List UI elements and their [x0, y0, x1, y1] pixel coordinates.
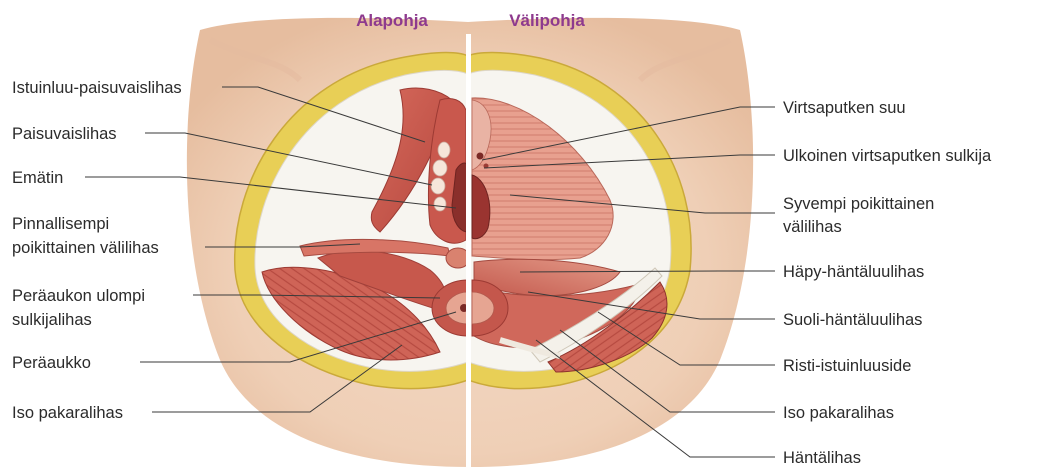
label-ulkoinen-virtsaputken-sulkija: Ulkoinen virtsaputken sulkija: [783, 147, 992, 165]
label-virtsaputken-suu: Virtsaputken suu: [783, 99, 906, 117]
label-suoli-hantaluulihas: Suoli-häntäluulihas: [783, 311, 922, 329]
labels-left: Istuinluu-paisuvaislihas Paisuvaislihas …: [12, 79, 182, 422]
heading-alapohja: Alapohja: [356, 11, 428, 30]
label-pinnallisempi-line1: Pinnallisempi: [12, 215, 109, 233]
label-syvempi-line2: välilihas: [783, 218, 842, 236]
label-hantalihas: Häntälihas: [783, 449, 861, 467]
label-iso-pakaralihas-right: Iso pakaralihas: [783, 404, 894, 422]
label-peraaukon-sulkija-line1: Peräaukon ulompi: [12, 287, 145, 305]
label-hapy-hantaluulihas: Häpy-häntäluulihas: [783, 263, 924, 281]
label-paisuvaislihas: Paisuvaislihas: [12, 125, 117, 143]
labels-right: Virtsaputken suu Ulkoinen virtsaputken s…: [783, 99, 992, 467]
label-syvempi-line1: Syvempi poikittainen: [783, 195, 934, 213]
heading-valipohja: Välipohja: [509, 11, 585, 30]
label-pinnallisempi-line2: poikittainen välilihas: [12, 239, 159, 257]
label-istuinluu-paisuvaislihas: Istuinluu-paisuvaislihas: [12, 79, 182, 97]
center-divider: [466, 34, 471, 467]
label-ematin: Emätin: [12, 169, 63, 187]
label-peraaukko: Peräaukko: [12, 354, 91, 372]
label-peraaukon-sulkija-line2: sulkijalihas: [12, 311, 92, 329]
label-iso-pakaralihas-left: Iso pakaralihas: [12, 404, 123, 422]
label-risti-istuinluuside: Risti-istuinluuside: [783, 357, 911, 375]
